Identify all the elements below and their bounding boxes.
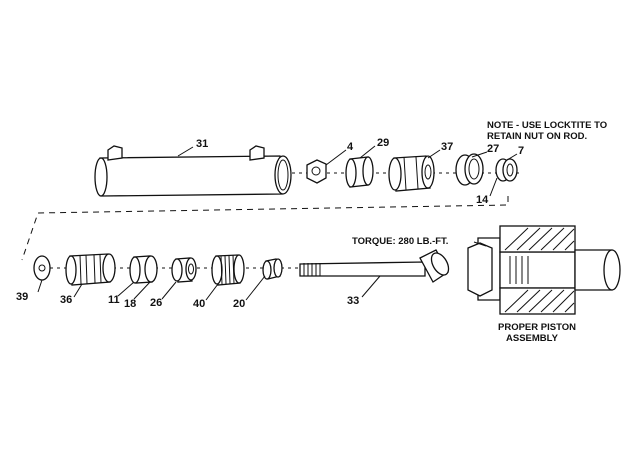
label-11: 11 xyxy=(108,294,120,306)
spacer-ring-part xyxy=(345,156,374,188)
threaded-gland-part xyxy=(211,254,245,286)
threaded-bushing-part xyxy=(65,253,116,286)
leader-lines xyxy=(37,145,518,301)
piston-part xyxy=(388,155,435,192)
nut-part xyxy=(306,159,327,184)
section-hatching xyxy=(504,227,575,313)
label-33: 33 xyxy=(347,295,359,307)
torque-label: TORQUE: 280 LB.-FT. xyxy=(352,236,448,247)
label-20: 20 xyxy=(233,298,245,310)
piston-assembly-section xyxy=(467,225,621,315)
label-39: 39 xyxy=(16,291,28,303)
center-line-connector xyxy=(21,196,509,261)
note-line-2: RETAIN NUT ON ROD. xyxy=(487,131,587,142)
label-7: 7 xyxy=(518,145,524,157)
label-14: 14 xyxy=(476,194,489,206)
label-37: 37 xyxy=(441,141,453,153)
label-26: 26 xyxy=(150,297,162,309)
label-29: 29 xyxy=(377,137,389,149)
seal-ring-part xyxy=(129,255,158,284)
label-27: 27 xyxy=(487,143,499,155)
caption-line-1: PROPER PISTON xyxy=(498,322,576,333)
cylinder-barrel-part xyxy=(94,145,292,197)
piston-rod-part xyxy=(299,249,450,283)
label-36: 36 xyxy=(60,294,72,306)
ring-part xyxy=(455,153,484,186)
label-18: 18 xyxy=(124,298,136,310)
label-40: 40 xyxy=(193,298,205,310)
gland-ring-part xyxy=(171,257,197,283)
small-ring-part xyxy=(495,158,518,182)
washer-part xyxy=(33,255,51,281)
label-4: 4 xyxy=(347,141,354,153)
note-line-1: NOTE - USE LOCKTITE TO xyxy=(487,120,607,131)
cap-part xyxy=(262,258,283,280)
caption-line-2: ASSEMBLY xyxy=(506,333,559,344)
label-31: 31 xyxy=(196,138,208,150)
